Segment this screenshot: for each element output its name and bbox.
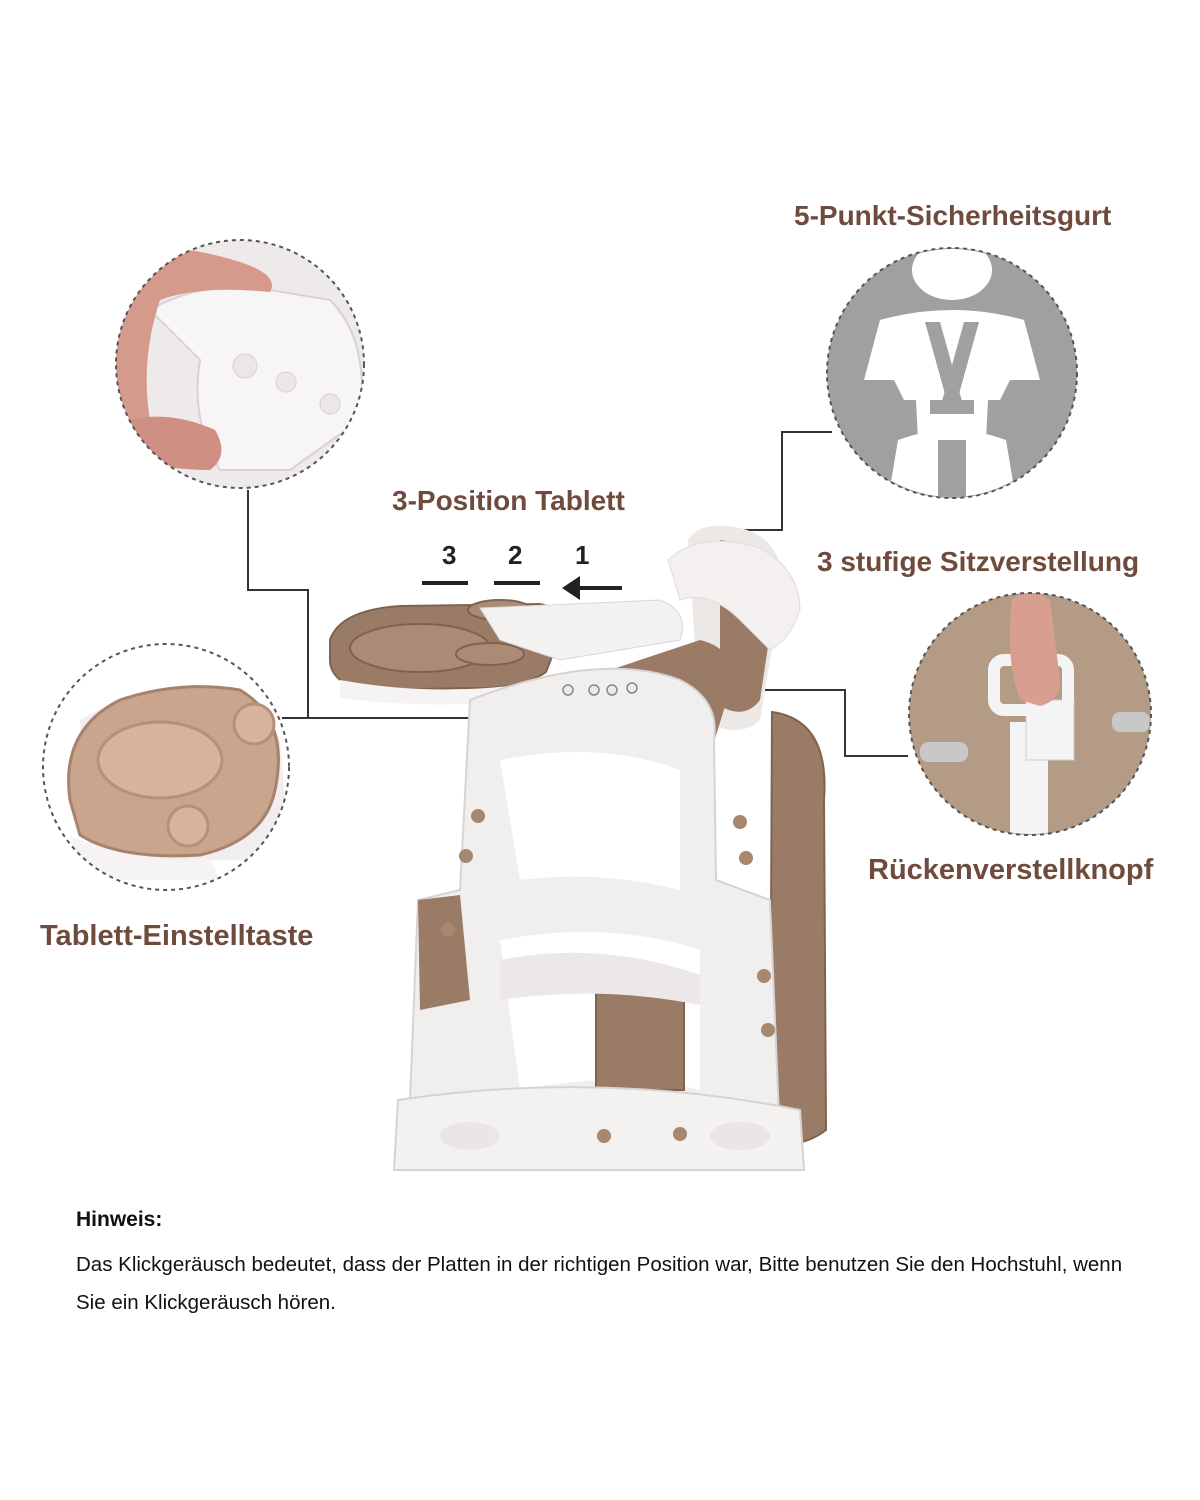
seat-adjust-label: 3 stufige Sitzverstellung bbox=[817, 546, 1140, 577]
tray-closeup bbox=[42, 643, 290, 891]
note-title: Hinweis: bbox=[76, 1208, 163, 1231]
note-text: Das Klickgeräusch bedeutet, dass der Pla… bbox=[76, 1253, 1123, 1314]
high-chair bbox=[329, 525, 828, 1171]
tray-step-3: 3 bbox=[442, 540, 457, 570]
tray-step-indicators bbox=[422, 581, 622, 590]
harness-icon bbox=[826, 247, 1078, 499]
tray-step-2: 2 bbox=[508, 540, 523, 570]
tray-step-1: 1 bbox=[575, 540, 590, 570]
tray-position-label: 3-Position Tablett bbox=[392, 485, 625, 516]
back-knob-closeup bbox=[908, 592, 1152, 836]
harness-label: 5-Punkt-Sicherheitsgurt bbox=[794, 200, 1112, 231]
arrow-left-icon bbox=[562, 576, 580, 600]
tray-button-label: Tablett-Einstelltaste bbox=[40, 920, 314, 952]
back-knob-label: Rückenverstellknopf bbox=[868, 854, 1154, 886]
tray-button-closeup bbox=[115, 239, 365, 489]
